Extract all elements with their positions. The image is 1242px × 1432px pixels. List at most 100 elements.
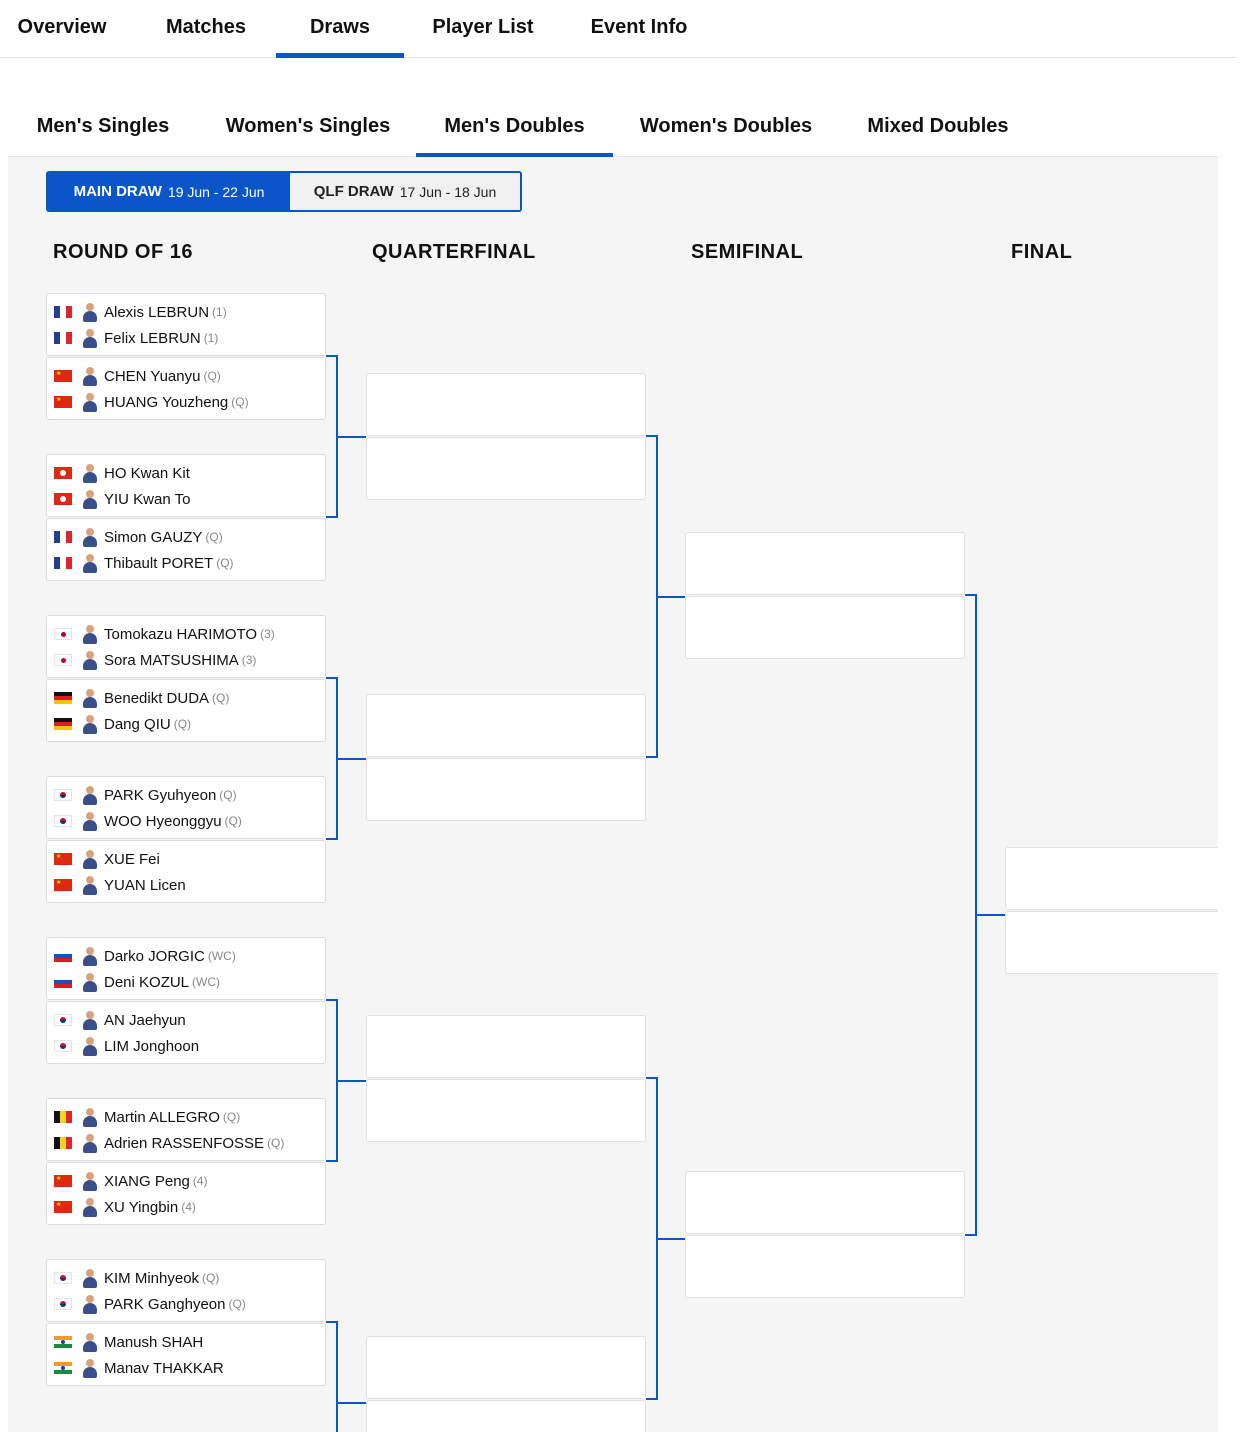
- player-name[interactable]: HO Kwan Kit: [104, 464, 190, 482]
- empty-slot[interactable]: [366, 1079, 646, 1142]
- team-entry[interactable]: Simon GAUZY (Q)Thibault PORET(Q): [46, 518, 326, 581]
- flag-star: ★: [56, 854, 62, 860]
- player-name[interactable]: Benedikt DUDA: [104, 689, 210, 707]
- flag-band: [54, 726, 72, 730]
- team-entry[interactable]: ★XIANG Peng(4)★XU Yingbin(4): [46, 1162, 326, 1225]
- tab-womens-singles[interactable]: Women's Singles: [225, 115, 391, 137]
- team-entry[interactable]: Darko JORGIC(WC)Deni KOZUL(WC): [46, 937, 326, 1000]
- player-name[interactable]: XUE Fei: [104, 850, 160, 868]
- team-entry[interactable]: ★XUE Fei★YUAN Licen: [46, 840, 326, 903]
- china-flag: ★: [54, 370, 72, 382]
- empty-slot[interactable]: [366, 1400, 646, 1432]
- player-row: Deni KOZUL(WC): [47, 969, 220, 995]
- flag-band: [54, 1362, 72, 1366]
- player-avatar-icon: [82, 366, 98, 386]
- player-name[interactable]: HUANG Youzheng: [104, 393, 229, 411]
- empty-slot[interactable]: [366, 1015, 646, 1078]
- empty-slot[interactable]: [685, 1235, 965, 1298]
- player-name[interactable]: YUAN Licen: [104, 876, 186, 894]
- player-seed: (Q): [216, 556, 234, 570]
- empty-slot[interactable]: [366, 373, 646, 436]
- player-name[interactable]: YIU Kwan To: [104, 490, 191, 508]
- belgium-flag: [54, 1111, 72, 1123]
- empty-slot[interactable]: [685, 532, 965, 595]
- player-name[interactable]: Dang QIU: [104, 715, 171, 733]
- player-seed: (Q): [203, 369, 221, 383]
- tab-mixed-doubles[interactable]: Mixed Doubles: [867, 115, 1009, 137]
- team-entry[interactable]: PARK Gyuhyeon(Q)WOO Hyeonggyu(Q): [46, 776, 326, 839]
- player-name[interactable]: Alexis LEBRUN: [104, 303, 210, 321]
- player-name[interactable]: CHEN Yuanyu: [104, 367, 201, 385]
- tab-matches[interactable]: Matches: [165, 16, 247, 38]
- player-name[interactable]: Thibault PORET: [104, 554, 214, 572]
- player-avatar-icon: [82, 302, 98, 322]
- player-name[interactable]: LIM Jonghoon: [104, 1037, 200, 1055]
- flag-band: [54, 950, 72, 954]
- player-name[interactable]: Manav THAKKAR: [104, 1359, 224, 1377]
- empty-slot[interactable]: [366, 437, 646, 500]
- empty-slot[interactable]: [685, 596, 965, 659]
- player-name[interactable]: Adrien RASSENFOSSE: [104, 1134, 265, 1152]
- flag-band: [54, 696, 72, 700]
- france-flag: [54, 557, 72, 569]
- player-name[interactable]: AN Jaehyun: [104, 1011, 186, 1029]
- draw-toggle: MAIN DRAW 19 Jun - 22 Jun QLF DRAW 17 Ju…: [46, 171, 522, 212]
- avatar-head: [86, 972, 94, 981]
- player-name[interactable]: Darko JORGIC: [104, 947, 205, 965]
- player-name[interactable]: PARK Ganghyeon: [104, 1295, 226, 1313]
- tab-draws[interactable]: Draws: [276, 0, 404, 58]
- player-row: Alexis LEBRUN(1): [47, 299, 227, 325]
- empty-slot[interactable]: [685, 1171, 965, 1234]
- player-name[interactable]: PARK Gyuhyeon: [104, 786, 217, 804]
- empty-slot[interactable]: [1005, 911, 1218, 974]
- tab-event-info[interactable]: Event Info: [590, 16, 688, 38]
- team-entry[interactable]: Martin ALLEGRO(Q)Adrien RASSENFOSSE(Q): [46, 1098, 326, 1161]
- player-name[interactable]: Martin ALLEGRO: [104, 1108, 220, 1126]
- avatar-head: [86, 1358, 94, 1367]
- player-row: Thibault PORET(Q): [47, 550, 234, 576]
- player-name[interactable]: WOO Hyeonggyu: [104, 812, 222, 830]
- team-entry[interactable]: KIM Minhyeok(Q)PARK Ganghyeon(Q): [46, 1259, 326, 1322]
- tab-mens-doubles[interactable]: Men's Doubles: [416, 100, 613, 158]
- player-avatar-icon: [82, 527, 98, 547]
- flag-emblem: [61, 1340, 65, 1344]
- player-name[interactable]: XU Yingbin: [104, 1198, 179, 1216]
- player-row: ★XIANG Peng(4): [47, 1168, 208, 1194]
- korea-flag: [54, 1014, 72, 1026]
- team-entry[interactable]: ★CHEN Yuanyu(Q)★HUANG Youzheng(Q): [46, 357, 326, 420]
- player-name[interactable]: Felix LEBRUN: [104, 329, 201, 347]
- flag-emblem: [61, 632, 66, 637]
- empty-slot[interactable]: [366, 758, 646, 821]
- tab-mens-singles[interactable]: Men's Singles: [36, 115, 170, 137]
- empty-slot[interactable]: [366, 1336, 646, 1399]
- empty-slot[interactable]: [1005, 847, 1218, 910]
- player-name[interactable]: Tomokazu HARIMOTO: [104, 625, 258, 643]
- empty-slot[interactable]: [366, 694, 646, 757]
- bracket-connector-r16: [326, 1321, 338, 1432]
- flag-star: ★: [56, 371, 62, 377]
- player-name[interactable]: XIANG Peng: [104, 1172, 190, 1190]
- player-name[interactable]: Simon GAUZY: [104, 528, 203, 546]
- avatar-body: [83, 883, 97, 895]
- avatar-head: [86, 366, 94, 375]
- india-flag: [54, 1362, 72, 1374]
- team-entry[interactable]: Alexis LEBRUN(1)Felix LEBRUN(1): [46, 293, 326, 356]
- tab-womens-doubles[interactable]: Women's Doubles: [639, 115, 813, 137]
- qlf-draw-button[interactable]: QLF DRAW 17 Jun - 18 Jun: [290, 173, 520, 210]
- player-name[interactable]: Sora MATSUSHIMA: [104, 651, 239, 669]
- player-name[interactable]: Deni KOZUL: [104, 973, 190, 991]
- avatar-body: [83, 310, 97, 322]
- bracket-connector-stub: [338, 1080, 366, 1082]
- player-name[interactable]: Manush SHAH: [104, 1333, 204, 1351]
- tab-overview[interactable]: Overview: [17, 16, 107, 38]
- team-entry[interactable]: Manush SHAH Manav THAKKAR: [46, 1323, 326, 1386]
- player-name[interactable]: KIM Minhyeok: [104, 1269, 200, 1287]
- top-navigation: Overview Matches Draws Player List Event…: [0, 0, 1236, 58]
- main-draw-button[interactable]: MAIN DRAW 19 Jun - 22 Jun: [48, 173, 290, 210]
- team-entry[interactable]: Tomokazu HARIMOTO(3)Sora MATSUSHIMA(3): [46, 615, 326, 678]
- tab-player-list[interactable]: Player List: [432, 16, 534, 38]
- flag-emblem: [60, 1043, 66, 1049]
- team-entry[interactable]: Benedikt DUDA(Q)Dang QIU(Q): [46, 679, 326, 742]
